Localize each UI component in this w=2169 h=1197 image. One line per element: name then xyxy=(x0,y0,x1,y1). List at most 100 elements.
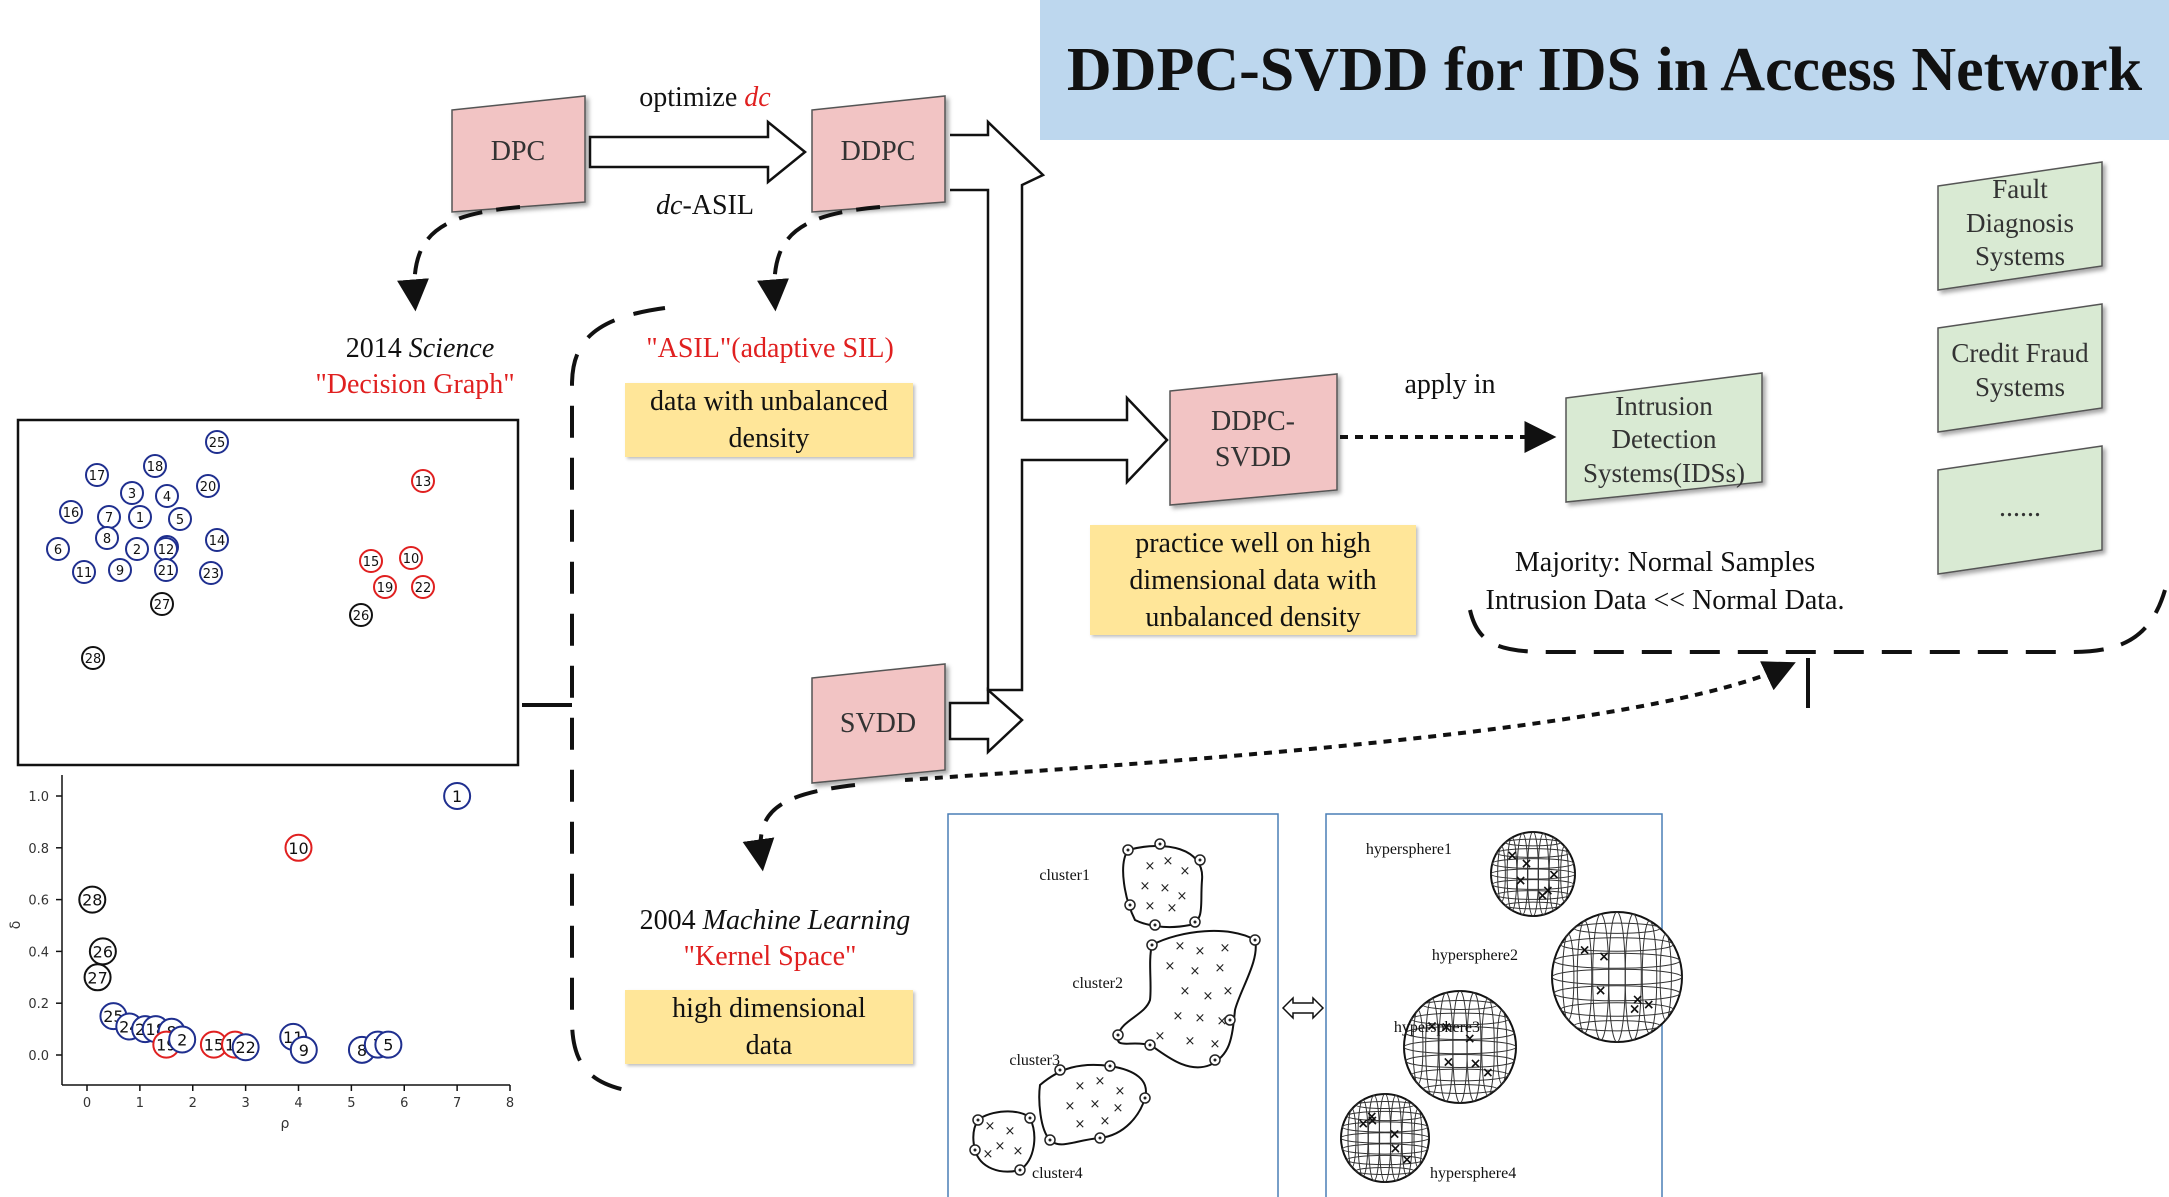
decision-point-19: 19 xyxy=(373,575,397,599)
svg-text:×: × xyxy=(1165,959,1176,974)
ddpc-box: DDPC xyxy=(811,95,946,213)
dc-asil-label: dc-ASIL xyxy=(630,190,780,222)
svg-text:×: × xyxy=(1217,1014,1228,1029)
svg-text:×: × xyxy=(995,1139,1006,1154)
x-tick-label: 1 xyxy=(136,1096,144,1111)
svg-text:×: × xyxy=(1173,1009,1184,1024)
svg-text:12: 12 xyxy=(158,543,175,558)
optimize-label: optimize dc xyxy=(620,82,790,114)
ddpc-svdd-label-1: DDPC- xyxy=(1211,406,1295,437)
decision-point-7: 7 xyxy=(97,505,121,529)
x-axis-label: ρ xyxy=(281,1116,290,1132)
unbalanced-line-1: data with unbalanced xyxy=(650,386,888,417)
svg-text:×: × xyxy=(1426,1018,1438,1034)
cluster3-label: cluster3 xyxy=(1009,1052,1060,1069)
svg-text:25: 25 xyxy=(209,436,226,451)
svg-text:×: × xyxy=(1643,997,1655,1013)
chart-point-1: 1 xyxy=(443,782,472,810)
svg-text:16: 16 xyxy=(63,506,80,521)
majority-bracket xyxy=(1468,589,2167,654)
double-arrow-panels xyxy=(1281,996,1325,1020)
decision-graph: 2518173420167158241462121192123271315101… xyxy=(16,418,520,767)
svg-text:×: × xyxy=(1013,1144,1024,1159)
svg-text:28: 28 xyxy=(85,652,102,667)
svg-text:14: 14 xyxy=(209,534,226,549)
svg-text:×: × xyxy=(1190,964,1201,979)
svg-text:×: × xyxy=(1366,1113,1378,1129)
svg-text:×: × xyxy=(1470,1056,1482,1072)
decision-point-23: 23 xyxy=(199,561,223,585)
svg-text:×: × xyxy=(1210,1037,1221,1052)
decision-point-9: 9 xyxy=(108,558,132,582)
svg-text:10: 10 xyxy=(403,552,420,567)
hypersphere4-label: hypersphere4 xyxy=(1430,1165,1516,1182)
x-tick-label: 0 xyxy=(83,1096,91,1111)
chart-point-27: 27 xyxy=(83,963,112,992)
svg-text:20: 20 xyxy=(200,480,217,495)
block-arrow-dpc-ddpc xyxy=(588,119,807,185)
cluster-panel: ×××××××××××××××××××××××××××××××××××× clu… xyxy=(947,813,1279,1197)
svg-text:8: 8 xyxy=(103,532,111,547)
cluster2-label: cluster2 xyxy=(1072,975,1123,992)
ids-label-3: Systems(IDSs) xyxy=(1583,458,1745,488)
svg-text:8: 8 xyxy=(357,1041,367,1060)
decision-point-15: 15 xyxy=(359,549,383,573)
ddpc-svdd-box: DDPC- SVDD xyxy=(1169,373,1338,506)
decision-point-4: 4 xyxy=(155,484,179,508)
svg-text:×: × xyxy=(1632,992,1644,1008)
decision-point-2: 2 xyxy=(125,537,149,561)
practice-line-1: practice well on high xyxy=(1135,527,1371,559)
svg-text:×: × xyxy=(1065,1099,1076,1114)
decision-point-28: 28 xyxy=(81,646,105,670)
chart-point-10: 10 xyxy=(284,833,313,862)
ids-label-2: Detection xyxy=(1612,424,1717,454)
ids-box: Intrusion Detection Systems(IDSs) xyxy=(1565,372,1763,503)
decision-point-27: 27 xyxy=(150,592,174,616)
svg-text:23: 23 xyxy=(203,567,220,582)
chart-point-22: 22 xyxy=(231,1033,260,1062)
title-banner xyxy=(1040,0,2169,140)
ml-year: 2004 xyxy=(639,905,703,936)
practice-line-2: dimensional data with xyxy=(1129,564,1377,596)
svg-text:×: × xyxy=(1115,1084,1126,1099)
dashed-arrow-ddpc xyxy=(757,205,881,312)
svg-text:×: × xyxy=(1366,1109,1378,1125)
dc-asil-dc: dc xyxy=(656,190,683,221)
svg-text:×: × xyxy=(1167,901,1178,916)
asil-label: "ASIL"(adaptive SIL) xyxy=(646,333,894,364)
decision-point-20: 20 xyxy=(196,474,220,498)
svg-text:×: × xyxy=(1440,1019,1452,1035)
science-year: 2014 xyxy=(345,333,409,364)
x-tick-label: 8 xyxy=(506,1096,514,1111)
cluster4-label: cluster4 xyxy=(1032,1165,1083,1182)
svg-text:×: × xyxy=(1203,989,1214,1004)
ids-label-1: Intrusion xyxy=(1615,391,1713,421)
svg-text:×: × xyxy=(1075,1117,1086,1132)
apply-in-label: apply in xyxy=(1404,369,1496,400)
ddpc-svdd-label-2: SVDD xyxy=(1215,442,1291,473)
decision-point-14: 14 xyxy=(205,528,229,552)
decision-point-5: 5 xyxy=(168,507,192,531)
x-tick-label: 4 xyxy=(294,1096,302,1111)
decision-point-26: 26 xyxy=(349,603,373,627)
svg-text:19: 19 xyxy=(377,581,394,596)
page-title: DDPC-SVDD for IDS in Access Network xyxy=(1066,35,2143,104)
svg-text:×: × xyxy=(1160,881,1171,896)
y-tick-label: 0.2 xyxy=(28,997,49,1012)
svg-text:×: × xyxy=(1175,939,1186,954)
svg-text:×: × xyxy=(1579,942,1591,958)
svg-text:×: × xyxy=(1389,1127,1401,1143)
optimize-dc: dc xyxy=(744,82,771,113)
svg-text:10: 10 xyxy=(288,839,308,858)
svg-text:28: 28 xyxy=(82,891,102,910)
kernel-space-label: "Kernel Space" xyxy=(683,941,857,972)
hypersphere-panel: ×××××××××××××××××××××××× hypersphere1 hy… xyxy=(1325,813,1683,1197)
svg-text:×: × xyxy=(1442,1054,1454,1070)
svg-text:1: 1 xyxy=(452,787,462,806)
unbalanced-line-2: density xyxy=(728,423,810,454)
svg-text:×: × xyxy=(1180,984,1191,999)
svg-text:27: 27 xyxy=(154,598,171,613)
svg-text:×: × xyxy=(1195,944,1206,959)
